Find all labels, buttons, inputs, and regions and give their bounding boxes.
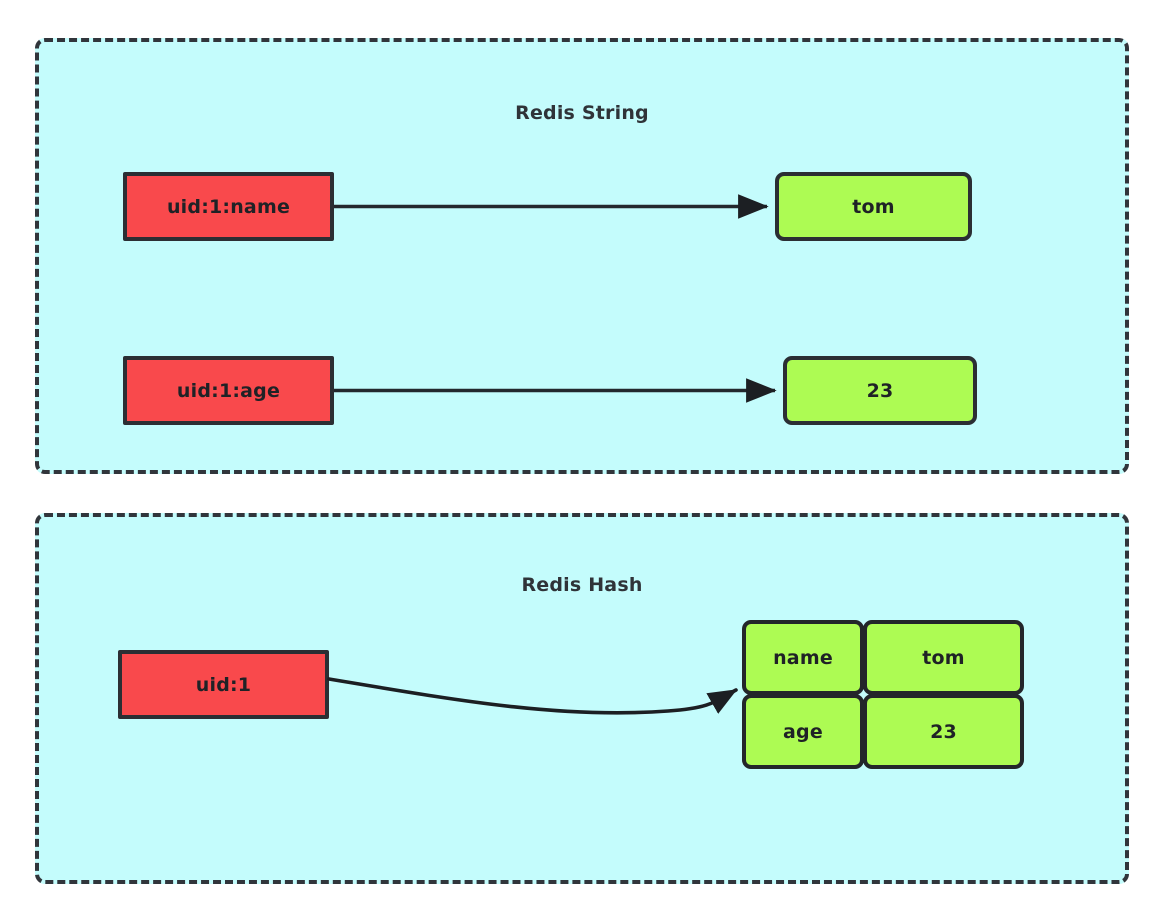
value-node-tom: tom (775, 172, 972, 241)
key-node-uid-1-name: uid:1:name (123, 172, 334, 241)
value-node-23: 23 (783, 356, 977, 425)
hash-cell-value-23: 23 (863, 694, 1024, 769)
key-node-uid-1-age: uid:1:age (123, 356, 334, 425)
hash-cell-value-tom: tom (863, 620, 1024, 695)
redis-hash-panel-title: Redis Hash (521, 574, 643, 596)
hash-cell-field-name: name (742, 620, 864, 695)
key-node-uid-1: uid:1 (118, 650, 329, 719)
redis-string-panel-title: Redis String (515, 102, 649, 124)
hash-cell-field-age: age (742, 694, 864, 769)
